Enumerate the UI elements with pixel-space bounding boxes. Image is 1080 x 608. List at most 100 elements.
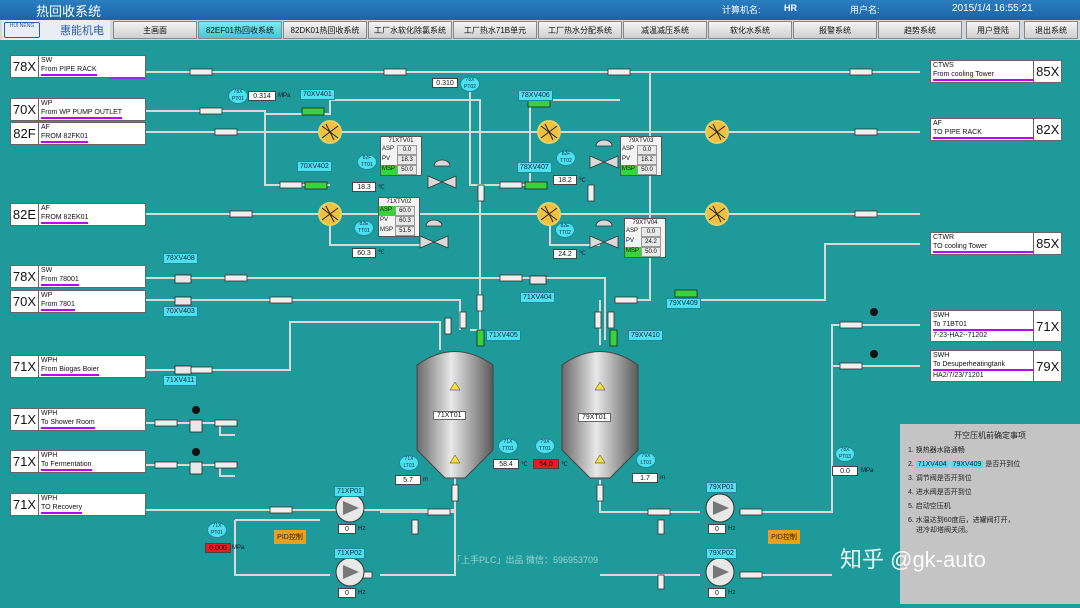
inlet-code: 71X: [11, 451, 39, 472]
outlet-medium: CTWS: [933, 62, 954, 69]
valve-label-70xv401[interactable]: 70XV401: [300, 89, 335, 100]
asp-value[interactable]: 0.0: [397, 145, 417, 155]
pump-79xp02-unit: Hz: [728, 590, 736, 596]
pump-79xp01-label[interactable]: 79XP01: [706, 482, 737, 493]
inlet-code: 71X: [11, 356, 39, 377]
transmitter-82f-tt01[interactable]: 82F TT01: [357, 154, 377, 170]
nav-82ef01[interactable]: 82EF01热回收系统: [198, 21, 282, 39]
nav-login[interactable]: 用户登陆: [966, 21, 1020, 39]
msp-value[interactable]: 51.5: [395, 226, 415, 236]
inlet-medium: AF: [41, 205, 50, 212]
pump-79xp02-label[interactable]: 79XP02: [706, 548, 737, 559]
title-bar: 热回收系统 计算机名: HR 用户名: 2015/1/4 16:55:21: [0, 0, 1080, 20]
msp-value[interactable]: 50.0: [397, 165, 417, 175]
asp-value[interactable]: 0.0: [637, 145, 657, 155]
msp-label: MSP: [625, 247, 641, 257]
pv-value: 24.2: [641, 237, 661, 247]
asp-label: ASP: [379, 206, 395, 216]
value-82f-tt02: 18.2: [553, 175, 577, 185]
nav-trend[interactable]: 趋势系统: [878, 21, 962, 39]
pv-value: 18.2: [637, 155, 657, 165]
nav-softening[interactable]: 工厂水软化除氯系统: [368, 21, 452, 39]
inlet-medium: SW: [41, 57, 53, 64]
transmitter-82e-tt01[interactable]: 82E TT01: [354, 220, 374, 236]
valve-label-71xv411[interactable]: 71XV411: [163, 375, 198, 386]
valve-label-78xv408[interactable]: 78XV408: [163, 253, 198, 264]
nav-distribution[interactable]: 工厂热水分配系统: [538, 21, 622, 39]
inlet-code: 82F: [11, 123, 39, 144]
unit-71x-tt01: ℃: [521, 462, 528, 468]
pump-71xp01-label[interactable]: 71XP01: [334, 486, 365, 497]
tank-71xt01-label[interactable]: 71XT01: [433, 411, 466, 420]
value-71x-pt01-alarm: 0.000: [205, 543, 231, 553]
checklist-item: 进冷却塔阀关闭。: [916, 527, 972, 534]
pump-71xp02-label[interactable]: 71XP02: [334, 548, 365, 559]
asp-label: ASP: [626, 228, 639, 234]
outlet-code: 85X: [1033, 233, 1061, 254]
transmitter-82f-tt02[interactable]: 82F TT02: [556, 150, 576, 166]
nav-desuperheat[interactable]: 减温减压系统: [623, 21, 707, 39]
unit-79x-tt01: ℃: [561, 462, 568, 468]
pump-71xp01-freq: 0: [338, 524, 356, 534]
nav-exit[interactable]: 退出系统: [1024, 21, 1078, 39]
value-78x-pt02: 0.310: [432, 78, 458, 88]
nav-alarm[interactable]: 报警系统: [793, 21, 877, 39]
valve-label-71xv405[interactable]: 71XV405: [486, 330, 521, 341]
asp-value[interactable]: 60.0: [395, 206, 415, 216]
value-71x-lt01: 5.7: [395, 475, 421, 485]
transmitter-82e-tt02[interactable]: 82E TT02: [555, 222, 575, 238]
valve-label-71xv404[interactable]: 71XV404: [520, 292, 555, 303]
unit-82f-tt02: ℃: [579, 178, 586, 184]
msp-value[interactable]: 50.0: [637, 165, 657, 175]
inlet-code: 82E: [11, 204, 39, 225]
nav-82dk01[interactable]: 82DK01热回收系统: [283, 21, 367, 39]
transmitter-71x-lt01[interactable]: 71X LT01: [399, 455, 419, 471]
inlet-desc: To Fermentation: [41, 460, 92, 471]
outlet-desc: From cooling Tower: [933, 70, 1034, 81]
valve-label-79xv410[interactable]: 79XV410: [628, 330, 663, 341]
pid-control-button-71x[interactable]: PID控制: [274, 530, 306, 544]
transmitter-71x-pt01[interactable]: 71X PT01: [207, 522, 227, 538]
inlet-medium: WPH: [41, 452, 58, 459]
transmitter-78x-pt02[interactable]: 78X PT02: [460, 76, 480, 92]
asp-value[interactable]: 0.0: [641, 227, 661, 237]
transmitter-71x-tt01[interactable]: 71X TT01: [498, 438, 518, 454]
pump-71xp02-freq: 0: [338, 588, 356, 598]
unit-78x-pt01: MPa: [278, 93, 291, 99]
value-71x-tt01: 58.4: [493, 459, 519, 469]
nav-main[interactable]: 主画面: [113, 21, 197, 39]
pv-label: PV: [380, 217, 389, 223]
tank-79xt01-label[interactable]: 79XT01: [578, 413, 611, 422]
valve-label-78xv406[interactable]: 78XV406: [518, 90, 553, 101]
valve-label-79xv409[interactable]: 79XV409: [666, 298, 701, 309]
transmitter-78x-pt01[interactable]: 78X PT01: [228, 88, 248, 104]
valve-label-70xv402[interactable]: 70XV402: [297, 161, 332, 172]
transmitter-79x-lt01[interactable]: 79X LT01: [636, 452, 656, 468]
terminal-label: 计算机名:: [722, 5, 761, 15]
unit-82f-tt01: ℃: [378, 185, 385, 191]
transmitter-78x-pt03[interactable]: 78X PT03: [835, 446, 855, 462]
msp-value[interactable]: 50.0: [641, 247, 661, 257]
valve-label-70xv403[interactable]: 70XV403: [163, 306, 198, 317]
nav-71b[interactable]: 工厂热水71B单元: [453, 21, 537, 39]
logo: HUI NENG 惠能机电: [2, 20, 110, 40]
unit-71x-pt01: MPa: [232, 545, 245, 551]
inlet-code: 78X: [11, 56, 39, 77]
pv-label: PV: [626, 238, 635, 244]
valve-label-78xv407[interactable]: 78XV407: [517, 162, 552, 173]
transmitter-79x-tt01[interactable]: 79X TT01: [535, 438, 555, 454]
pid-control-button-79x[interactable]: PID控制: [768, 530, 800, 544]
value-82e-tt02: 24.2: [553, 249, 577, 259]
nav-soft-water[interactable]: 软化水系统: [708, 21, 792, 39]
